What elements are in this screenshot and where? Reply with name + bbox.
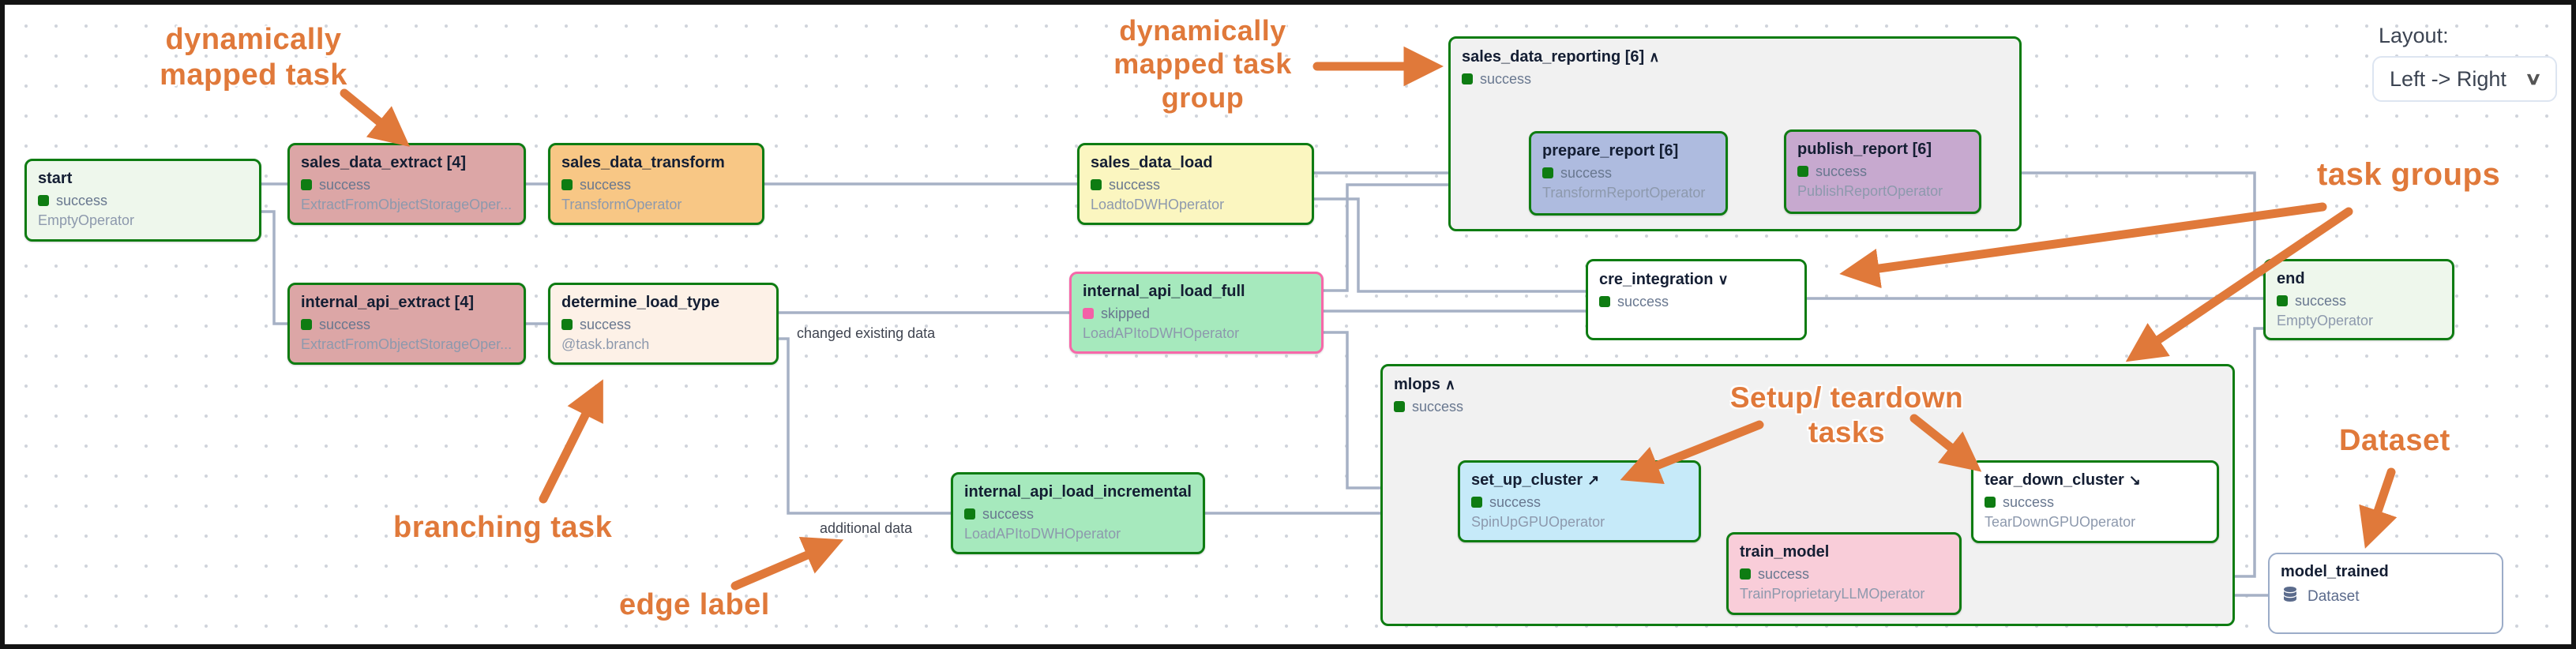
task-node-sales-data-transform[interactable]: sales_data_transform success TransformOp… [548, 143, 764, 225]
chevron-down-icon: ∨ [2524, 69, 2543, 88]
success-status-icon [964, 508, 975, 520]
operator-label: PublishReportOperator [1797, 183, 1943, 199]
annotation-dynamically-mapped-task-group: dynamically mapped task group [1113, 14, 1292, 114]
operator-label: SpinUpGPUOperator [1471, 514, 1605, 530]
operator-label: LoadAPItoDWHOperator [964, 526, 1121, 542]
skipped-status-icon [1083, 308, 1094, 319]
success-status-icon [561, 319, 573, 330]
task-node-internal-api-load-full[interactable]: internal_api_load_full skipped LoadAPIto… [1069, 272, 1324, 354]
success-status-icon [1985, 497, 1996, 508]
success-status-icon [1471, 497, 1482, 508]
operator-label: ExtractFromObjectStorageOper... [301, 197, 513, 212]
operator-label: TrainProprietaryLLMOperator [1740, 586, 1925, 602]
task-node-prepare-report[interactable]: prepare_report [6] success TransformRepo… [1529, 131, 1728, 216]
dataset-node-model-trained[interactable]: model_trained Dataset [2268, 553, 2503, 634]
task-node-publish-report[interactable]: publish_report [6] success PublishReport… [1784, 129, 1981, 214]
database-icon [2281, 585, 2300, 608]
success-status-icon [1599, 296, 1610, 307]
success-status-icon [1740, 568, 1751, 580]
group-title: sales_data_reporting [6]∧ [1462, 48, 1660, 66]
status-row: success [1394, 399, 2221, 415]
task-node-end[interactable]: end success EmptyOperator [2263, 259, 2454, 340]
task-node-sales-data-load[interactable]: sales_data_load success LoadtoDWHOperato… [1077, 143, 1314, 225]
layout-direction-select[interactable]: Left -> Right ∨ [2372, 56, 2557, 102]
success-status-icon [2277, 295, 2288, 306]
group-title: mlops∧ [1394, 376, 1456, 393]
task-node-sales-data-extract[interactable]: sales_data_extract [4] success ExtractFr… [287, 143, 526, 225]
task-node-determine-load-type[interactable]: determine_load_type success @task.branch [548, 283, 779, 365]
group-title: cre_integration∨ [1599, 271, 1729, 288]
operator-label: TransformReportOperator [1542, 185, 1706, 201]
success-status-icon [1797, 166, 1808, 177]
operator-label: TransformOperator [561, 197, 682, 212]
task-node-tear-down-cluster[interactable]: tear_down_cluster↘ success TearDownGPUOp… [1971, 460, 2219, 543]
layout-control: Layout: Left -> Right ∨ [2372, 24, 2557, 102]
annotation-dynamically-mapped-task: dynamically mapped task [160, 23, 347, 92]
annotation-edge-label: edge label [619, 588, 770, 621]
success-status-icon [38, 195, 49, 206]
task-node-set-up-cluster[interactable]: set_up_cluster↗ success SpinUpGPUOperato… [1458, 460, 1701, 542]
operator-label: LoadAPItoDWHOperator [1083, 325, 1240, 341]
teardown-task-icon: ↘ [2128, 472, 2141, 488]
setup-task-icon: ↗ [1587, 472, 1600, 488]
annotation-task-groups: task groups [2317, 157, 2501, 192]
operator-label: TearDownGPUOperator [1985, 514, 2136, 530]
annotation-branching-task: branching task [393, 511, 613, 544]
operator-label: @task.branch [561, 336, 650, 352]
success-status-icon [1542, 167, 1553, 178]
success-status-icon [301, 179, 312, 190]
expand-icon[interactable]: ∨ [1718, 272, 1729, 287]
collapse-icon[interactable]: ∧ [1649, 49, 1660, 65]
annotation-dataset: Dataset [2339, 424, 2450, 457]
task-node-internal-api-load-incremental[interactable]: internal_api_load_incremental success Lo… [951, 472, 1205, 554]
edge-label-additional-data: additional data [820, 520, 913, 536]
success-status-icon [561, 179, 573, 190]
task-node-start[interactable]: start success EmptyOperator [24, 159, 261, 242]
status-row: success [1599, 294, 1793, 309]
dataset-type-label: Dataset [2308, 587, 2360, 605]
task-node-train-model[interactable]: train_model success TrainProprietaryLLMO… [1726, 532, 1962, 615]
success-status-icon [301, 319, 312, 330]
layout-label: Layout: [2379, 24, 2449, 47]
operator-label: EmptyOperator [38, 212, 135, 228]
operator-label: ExtractFromObjectStorageOper... [301, 336, 513, 352]
collapse-icon[interactable]: ∧ [1444, 377, 1456, 392]
operator-label: EmptyOperator [2277, 313, 2374, 328]
success-status-icon [1091, 179, 1102, 190]
status-row: success [1462, 71, 2008, 87]
annotation-setup-teardown-tasks: Setup/ teardown tasks [1729, 381, 1964, 448]
success-status-icon [1394, 401, 1405, 412]
task-group-cre-integration[interactable]: cre_integration∨ success [1586, 259, 1807, 340]
edge-label-changed-existing-data: changed existing data [797, 325, 936, 341]
task-node-internal-api-extract[interactable]: internal_api_extract [4] success Extract… [287, 283, 526, 365]
success-status-icon [1462, 73, 1473, 84]
operator-label: LoadtoDWHOperator [1091, 197, 1225, 212]
